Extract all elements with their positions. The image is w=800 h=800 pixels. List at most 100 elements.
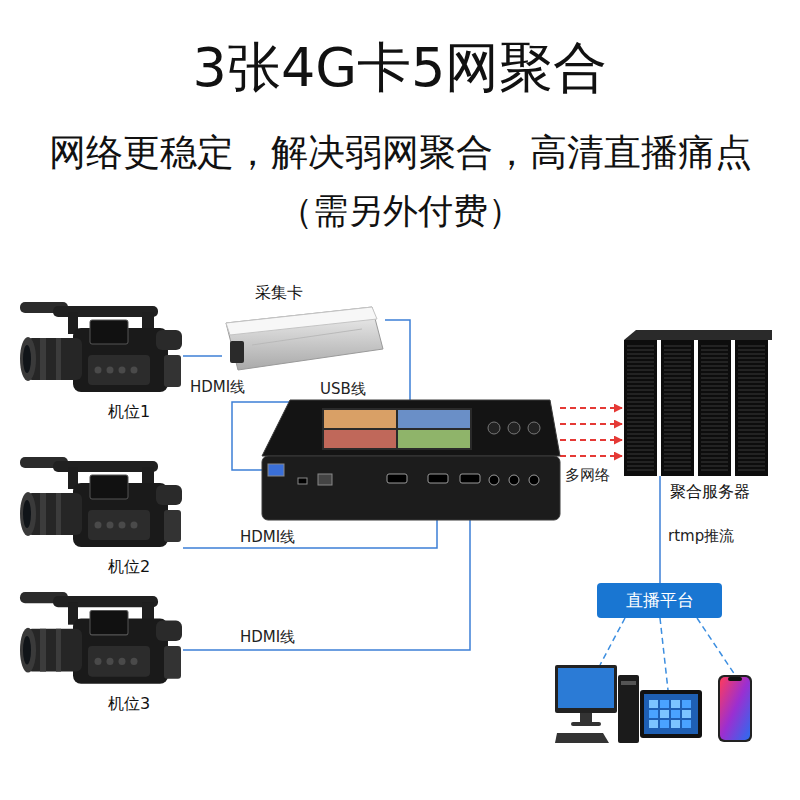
server-grille [627,398,654,399]
server-label: 聚合服务器 [670,482,750,503]
server-grille [701,458,728,459]
caption-text: （需另外付费） [0,188,800,235]
server-grille [701,378,728,379]
server-grille [627,446,654,447]
tablet-tile [671,700,680,708]
device-button [508,422,520,434]
audio-jack [489,475,499,485]
server-grille [664,466,691,467]
server-grille [664,354,691,355]
camera-picture [18,590,183,692]
monitor-stand [580,713,592,722]
server-grille [701,426,728,427]
edge-label: HDMI线 [190,378,245,397]
camera-node: 机位2 [18,455,183,555]
monitor-base [571,722,601,726]
device-front [262,456,560,520]
camera-button [107,658,114,665]
server-grille [701,354,728,355]
server-grille [627,374,654,375]
server-grille [627,462,654,463]
server-grille [664,406,691,407]
camera-panel [88,355,150,385]
cable-line [183,520,470,650]
server-grille [738,470,765,471]
server-grille [627,378,654,379]
capture-card-body [226,307,383,370]
server-grille [627,430,654,431]
camera-button [119,367,126,374]
device-button [488,422,500,434]
server-grille [627,366,654,367]
pc-drive [621,681,636,685]
server-node: 聚合服务器 [622,330,772,476]
server-grille [738,414,765,415]
capture-card-node: 采集卡 [222,305,385,372]
server-grille [701,450,728,451]
network-arrow [560,439,622,441]
server-grille [701,362,728,363]
server-grille [627,434,654,435]
server-grille [664,418,691,419]
server-rack [698,340,731,476]
audio-jack [509,475,519,485]
device-screen-tile [398,430,470,448]
server-grille [738,406,765,407]
camera-lens-front [20,628,36,673]
server-grille [701,462,728,463]
server-grille [664,430,691,431]
server-grille [664,378,691,379]
server-grille [701,394,728,395]
capture-card-port [230,341,244,363]
camera-picture [18,455,183,555]
tablet-tile [660,710,669,718]
camera-button [95,658,102,665]
server-picture [622,330,772,476]
camera-label: 机位3 [108,694,150,715]
server-grille [738,454,765,455]
server-grille [664,450,691,451]
server-grille [627,394,654,395]
server-grille [664,458,691,459]
server-grille [627,370,654,371]
network-arrow [560,407,622,409]
server-grille [738,350,765,351]
server-grille [701,370,728,371]
server-grille [701,470,728,471]
camera-button [131,522,138,529]
server-grille [738,354,765,355]
cable-line [183,520,437,548]
usb-port [318,474,332,485]
edge-label: HDMI线 [240,528,295,547]
server-grille [627,346,654,347]
title: 3张4G卡5网聚合 [0,32,800,105]
server-grille [627,354,654,355]
server-grille [664,358,691,359]
server-grille [664,462,691,463]
server-grille [664,370,691,371]
camera-button [95,367,102,374]
server-rack [735,340,768,476]
camera-panel [88,646,150,677]
server-grille [664,362,691,363]
server-grille [627,410,654,411]
device-picture [262,400,560,520]
server-grille [664,366,691,367]
server-grille [701,346,728,347]
server-grille [738,438,765,439]
server-grille [701,390,728,391]
tablet-tile [649,700,658,708]
server-grille [664,390,691,391]
server-grille [738,462,765,463]
server-grille [701,410,728,411]
camera-lcd [90,320,128,344]
camera-label: 机位2 [108,557,150,578]
tablet-frame [640,690,702,738]
camera-button [119,658,126,665]
server-grille [738,446,765,447]
server-grille [664,398,691,399]
card-picture [222,305,385,372]
hdmi-port [428,474,448,483]
server-grille [738,362,765,363]
tablet-tile [682,720,691,728]
